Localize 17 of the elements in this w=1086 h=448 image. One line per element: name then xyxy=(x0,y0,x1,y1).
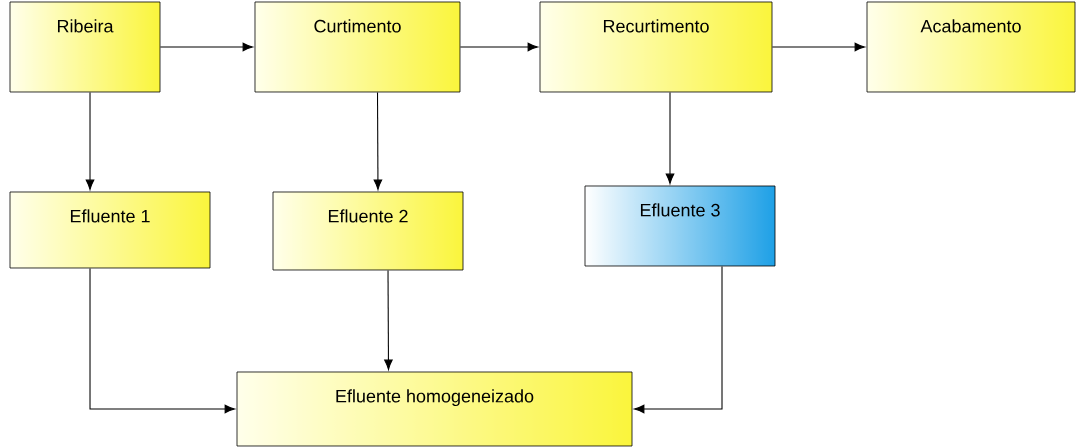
arrow xyxy=(771,42,865,52)
arrow xyxy=(384,269,393,370)
process-box: Acabamento xyxy=(866,1,1076,93)
process-box: Efluente 1 xyxy=(9,191,211,269)
process-box: Efluente homogeneizado xyxy=(236,371,633,447)
arrow xyxy=(373,91,383,190)
process-box: Efluente 3 xyxy=(584,185,776,267)
arrow xyxy=(89,267,236,414)
process-box: Efluente 2 xyxy=(272,191,464,271)
arrow xyxy=(665,91,675,184)
process-box: Recurtimento xyxy=(539,1,773,93)
arrow xyxy=(159,42,253,52)
arrow xyxy=(459,42,538,52)
arrow xyxy=(634,265,723,414)
process-box: Curtimento xyxy=(254,1,461,93)
arrow xyxy=(85,91,95,190)
process-box: Ribeira xyxy=(9,1,161,93)
